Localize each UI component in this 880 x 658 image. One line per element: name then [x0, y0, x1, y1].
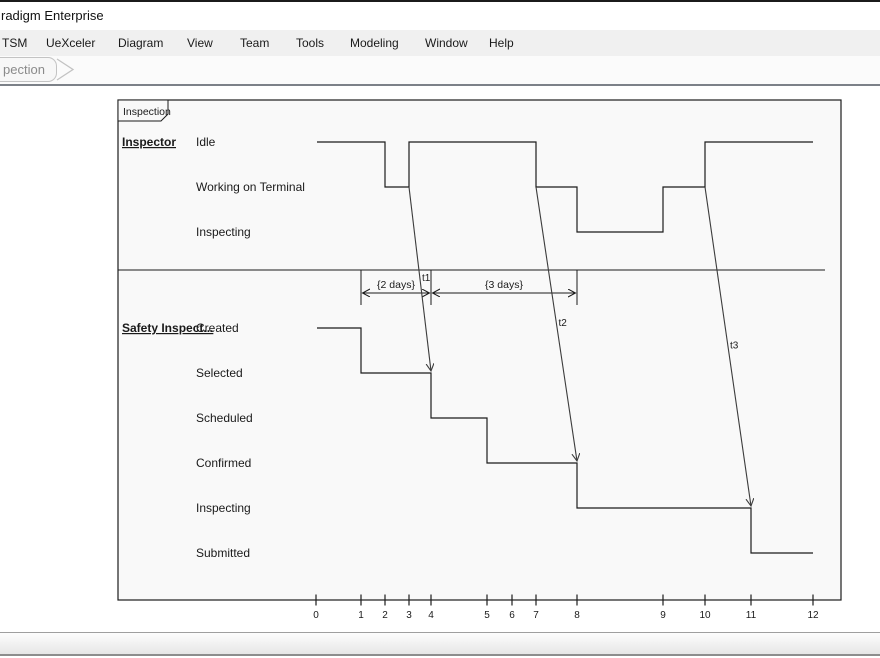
lifeline-name-safety-inspection[interactable]: Safety Inspect... [122, 321, 213, 335]
menu-item-diagram[interactable]: Diagram [118, 36, 164, 50]
frame-name-label[interactable]: Inspection [123, 106, 171, 118]
menu-bar: TSM UeXceler Diagram View Team Tools Modeling W… [0, 30, 880, 56]
state-label[interactable]: Confirmed [196, 456, 251, 470]
menu-item-modeling[interactable]: Modeling [350, 36, 399, 50]
state-label[interactable]: Created [196, 321, 239, 335]
axis-tick-label: 5 [484, 610, 490, 621]
diagram-tab-bar: pection [0, 56, 880, 84]
menu-item-help[interactable]: Help [489, 36, 514, 50]
axis-tick-label: 6 [509, 610, 515, 621]
title-bar: radigm Enterprise [0, 2, 880, 30]
waveform-inspector[interactable] [317, 141, 813, 233]
frame-name-pentagon[interactable] [117, 99, 169, 122]
axis-tick-label: 7 [533, 610, 539, 621]
status-bar-band [0, 632, 880, 654]
breadcrumb-chevron-icon [56, 58, 75, 81]
message-t1[interactable] [408, 186, 431, 371]
state-label[interactable]: Working on Terminal [196, 180, 305, 194]
message-label-t3[interactable]: t3 [730, 341, 739, 352]
menu-item-team[interactable]: Team [240, 36, 270, 50]
menu-item-tools[interactable]: Tools [296, 36, 325, 50]
axis-tick-label: 12 [807, 610, 819, 621]
status-bar [0, 631, 880, 658]
state-label[interactable]: Inspecting [196, 501, 251, 515]
state-label[interactable]: Inspecting [196, 225, 251, 239]
axis-tick-label: 2 [382, 610, 388, 621]
state-label[interactable]: Submitted [196, 546, 250, 560]
window-title: radigm Enterprise [1, 8, 104, 23]
message-label-t2[interactable]: t2 [559, 318, 568, 329]
duration-constraint-label[interactable]: {2 days} [377, 279, 415, 291]
state-label[interactable]: Selected [196, 366, 243, 380]
tab-inspection[interactable]: pection [0, 57, 57, 82]
message-t2[interactable] [535, 186, 577, 461]
menu-item-window[interactable]: Window [425, 36, 468, 50]
axis-tick-label: 9 [660, 610, 666, 621]
tab-inspection-label: pection [3, 62, 45, 77]
axis-tick-label: 8 [574, 610, 580, 621]
message-t3[interactable] [704, 186, 751, 506]
axis-tick-label: 1 [358, 610, 364, 621]
axis-tick-label: 10 [699, 610, 711, 621]
toolbar-divider [0, 84, 880, 86]
menu-item-tsm[interactable]: TSM [2, 36, 28, 50]
axis-tick-label: 11 [746, 610, 757, 621]
lifeline-name-inspector[interactable]: Inspector [122, 135, 176, 149]
menu-item-uexceler[interactable]: UeXceler [46, 36, 96, 50]
duration-constraint-label[interactable]: {3 days} [485, 279, 523, 291]
axis-tick-label: 3 [406, 610, 412, 621]
waveform-safety-inspection[interactable] [317, 327, 813, 554]
diagram-frame [117, 99, 842, 601]
axis-tick-label: 0 [313, 610, 319, 621]
message-label-t1[interactable]: t1 [422, 273, 431, 284]
window-top-edge [0, 0, 880, 2]
state-label[interactable]: Scheduled [196, 411, 253, 425]
axis-tick-label: 4 [428, 610, 434, 621]
menu-item-view[interactable]: View [187, 36, 213, 50]
state-label[interactable]: Idle [196, 135, 216, 149]
status-bar-bottom-line [0, 654, 880, 656]
